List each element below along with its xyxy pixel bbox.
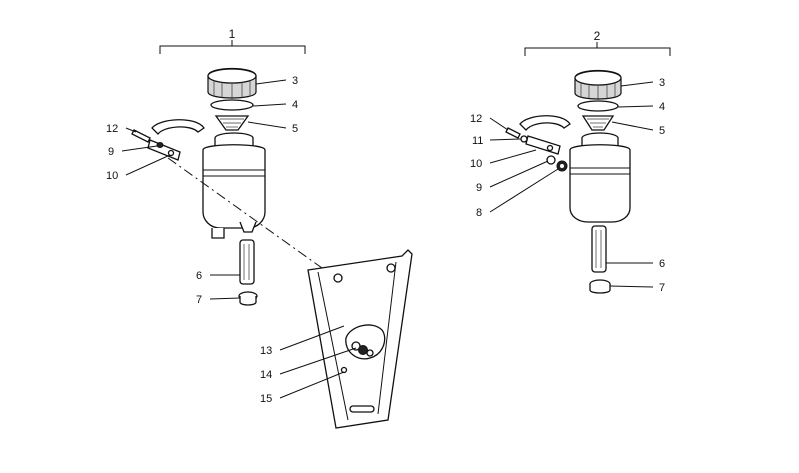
right-mounting-clamp — [519, 115, 571, 155]
mounting-centerline — [167, 157, 337, 279]
right-washer-11 — [520, 135, 528, 143]
right-screw-12 — [505, 127, 521, 139]
group-2-label: 2 — [594, 29, 601, 43]
right-callout-3: 3 — [659, 77, 665, 89]
left-callout-6: 6 — [196, 270, 202, 282]
right-callout-10: 10 — [470, 158, 482, 170]
right-callout-4: 4 — [659, 101, 665, 113]
left-callout-10: 10 — [106, 170, 118, 182]
mounting-bracket — [307, 249, 413, 429]
group-1-bracket: 1 — [159, 27, 306, 54]
left-callout-4: 4 — [292, 99, 298, 111]
bracket-leader-lines — [279, 325, 357, 399]
left-strainer — [214, 115, 250, 131]
left-callout-9: 9 — [108, 146, 114, 158]
left-hose — [239, 239, 255, 285]
left-hose-clip — [238, 291, 258, 306]
bracket-rivet-15 — [340, 366, 348, 374]
right-callout-6: 6 — [659, 258, 665, 270]
right-gasket — [577, 100, 619, 112]
left-mounting-clamp — [147, 119, 205, 161]
right-reservoir-cap — [574, 69, 622, 100]
left-callout-12: 12 — [106, 123, 118, 135]
group-1-label: 1 — [229, 27, 236, 41]
left-gasket — [210, 99, 254, 111]
left-callout-7: 7 — [196, 294, 202, 306]
right-strainer — [581, 115, 615, 131]
right-washer-9 — [546, 155, 556, 165]
right-callout-9: 9 — [476, 182, 482, 194]
bracket-callout-14: 14 — [260, 369, 272, 381]
right-callout-12: 12 — [470, 113, 482, 125]
right-callout-8: 8 — [476, 207, 482, 219]
right-leader-lines — [489, 81, 654, 288]
bracket-bolt-14 — [351, 341, 374, 357]
right-hose-clip — [589, 279, 611, 294]
bracket-callout-13: 13 — [260, 345, 272, 357]
left-screw-12 — [131, 129, 151, 143]
right-nut-8 — [556, 160, 568, 172]
group-2-bracket: 2 — [524, 29, 671, 56]
right-callout-5: 5 — [659, 125, 665, 137]
left-callout-5: 5 — [292, 123, 298, 135]
left-reservoir-body — [202, 132, 266, 239]
left-reservoir-cap — [207, 67, 257, 99]
left-leader-lines — [121, 79, 287, 300]
right-hose — [591, 225, 607, 273]
right-callout-7: 7 — [659, 282, 665, 294]
right-reservoir-body — [569, 132, 631, 223]
left-nut-9 — [156, 142, 164, 148]
left-callout-3: 3 — [292, 75, 298, 87]
right-callout-11: 11 — [472, 135, 483, 147]
bracket-callout-15: 15 — [260, 393, 272, 405]
